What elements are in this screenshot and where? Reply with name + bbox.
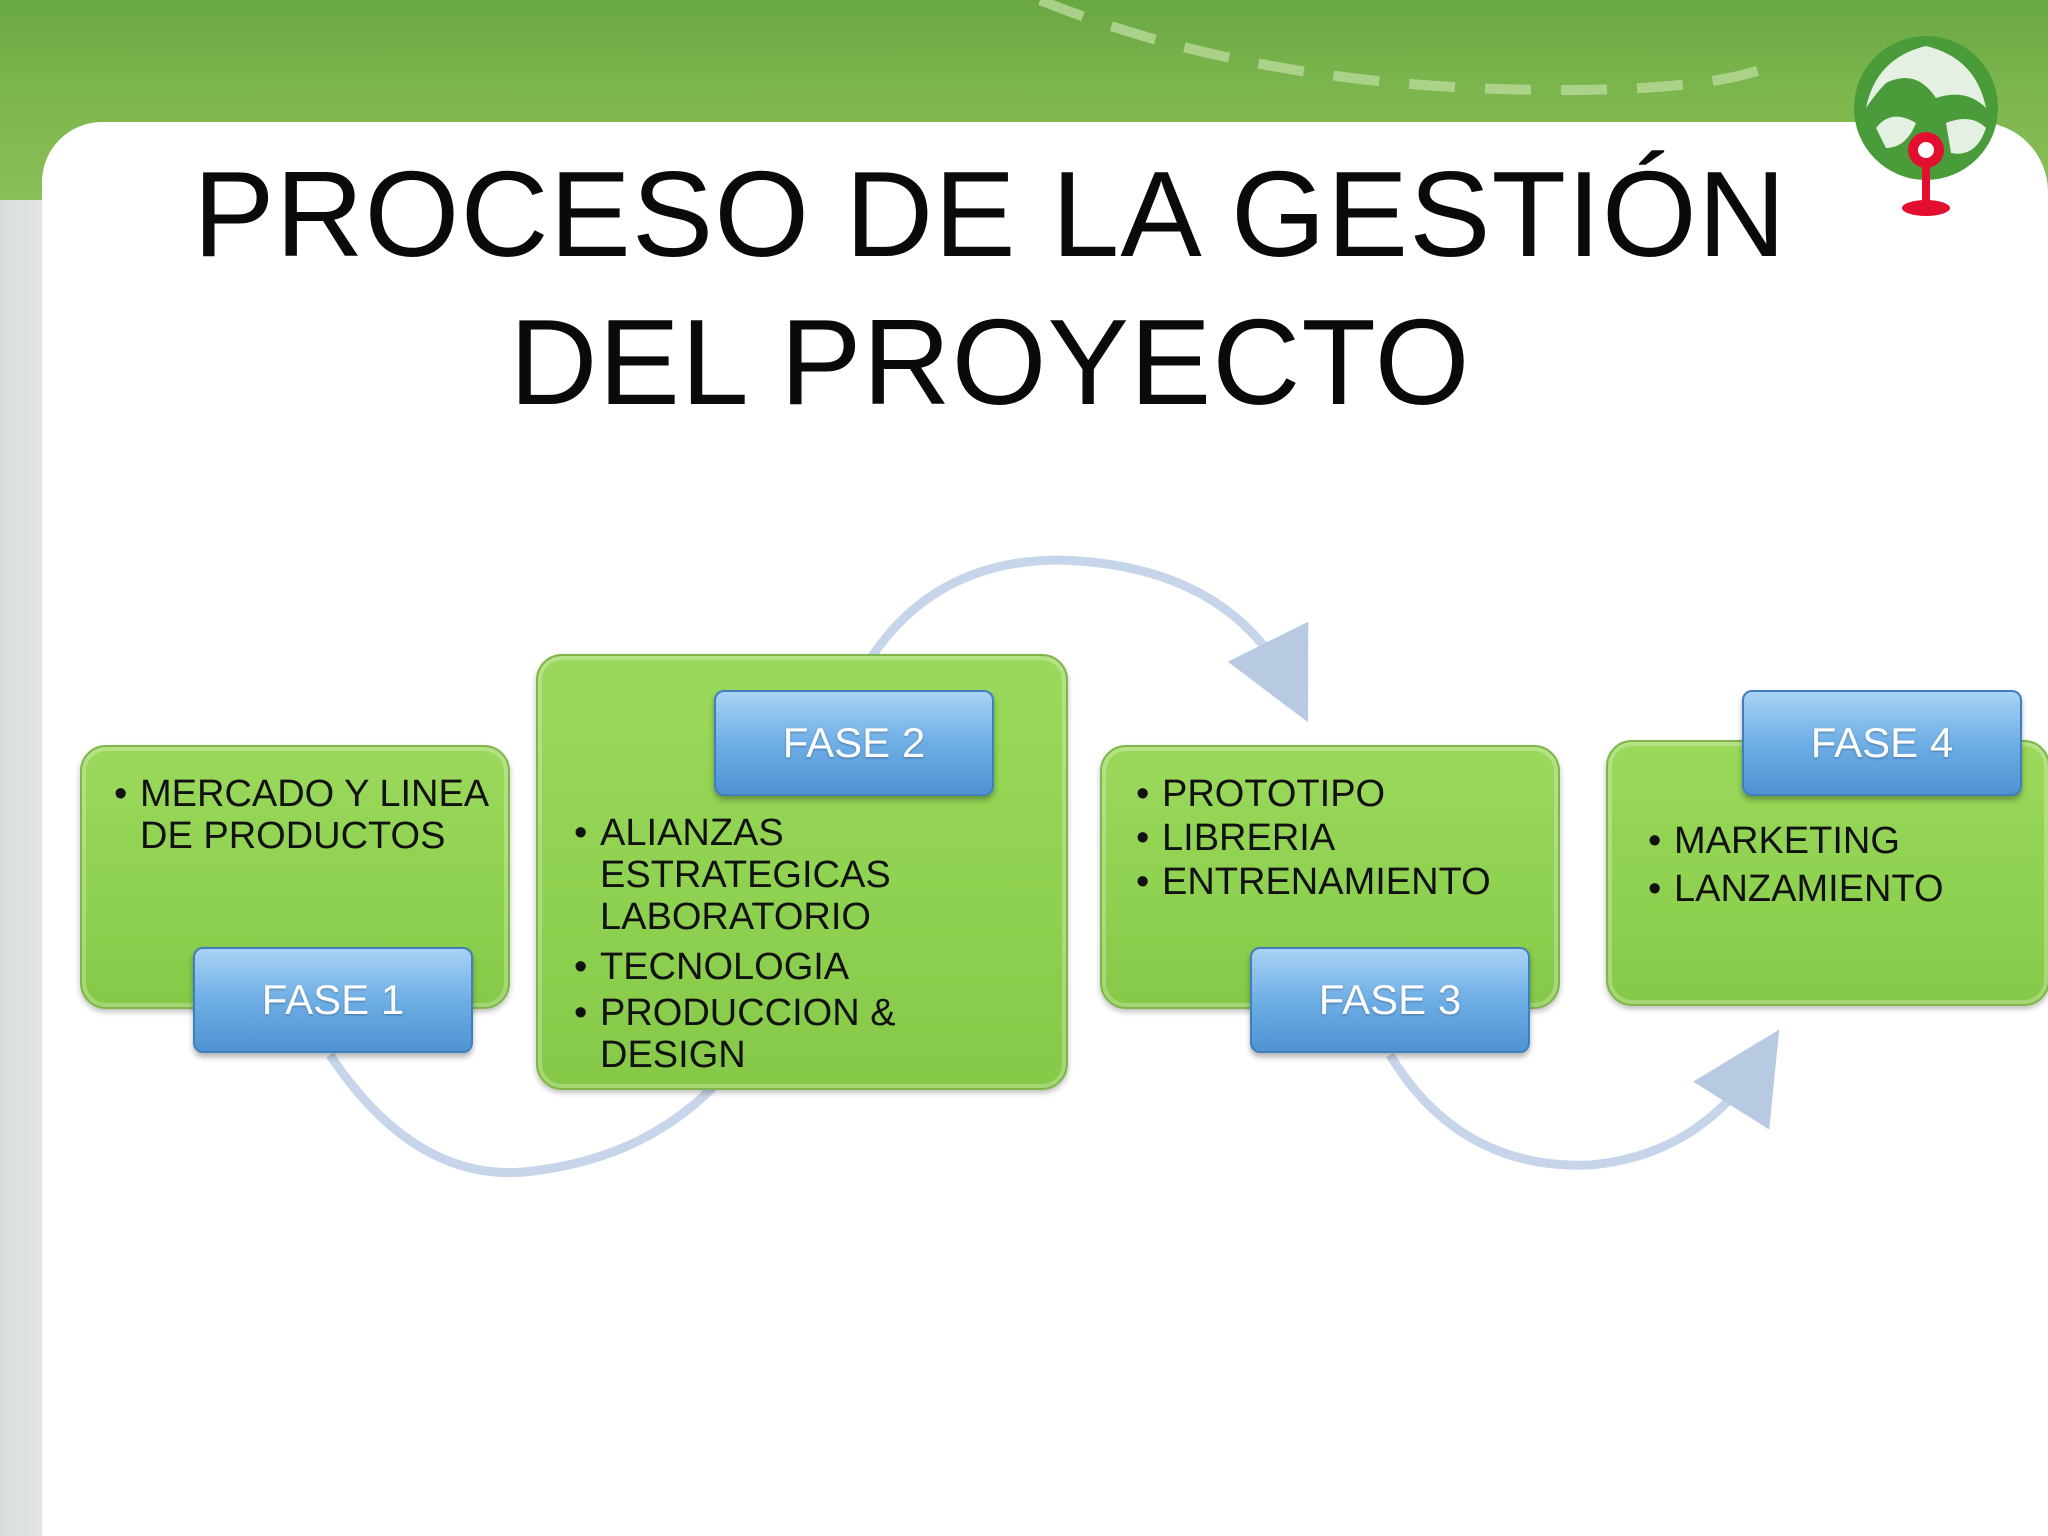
fase-4-label: FASE 4 xyxy=(1742,690,2022,796)
title-line-2: DEL PROYECTO xyxy=(509,294,1471,430)
phase-3-item: LIBRERIA xyxy=(1132,817,1538,859)
arrow-fase2-to-fase3 xyxy=(851,555,1309,723)
phase-4-item: LANZAMIENTO xyxy=(1644,868,2028,910)
phase-2-item: TECNOLOGIA xyxy=(570,946,1046,988)
phase-3-item: PROTOTIPO xyxy=(1132,773,1538,815)
arrow-fase1-to-fase2 xyxy=(326,1052,724,1178)
fase-2-label: FASE 2 xyxy=(714,690,994,796)
title-line-1: PROCESO DE LA GESTIÓN xyxy=(193,146,1787,282)
tree-logo-icon xyxy=(1854,36,1998,216)
arrow-fase3-to-fase4 xyxy=(1386,1029,1780,1170)
phase-3-item: ENTRENAMIENTO xyxy=(1132,861,1538,903)
fase-1-label: FASE 1 xyxy=(193,947,473,1053)
slide-title: PROCESO DE LA GESTIÓN DEL PROYECTO xyxy=(100,140,1880,436)
phase-2-item: ALIANZAS ESTRATEGICAS LABORATORIO xyxy=(570,812,1046,938)
phase-1-item: MERCADO Y LINEA DE PRODUCTOS xyxy=(110,773,488,857)
phase-4-item: MARKETING xyxy=(1644,820,2028,862)
phase-2-item: PRODUCCION & DESIGN xyxy=(570,992,1046,1076)
fase-3-label: FASE 3 xyxy=(1250,947,1530,1053)
